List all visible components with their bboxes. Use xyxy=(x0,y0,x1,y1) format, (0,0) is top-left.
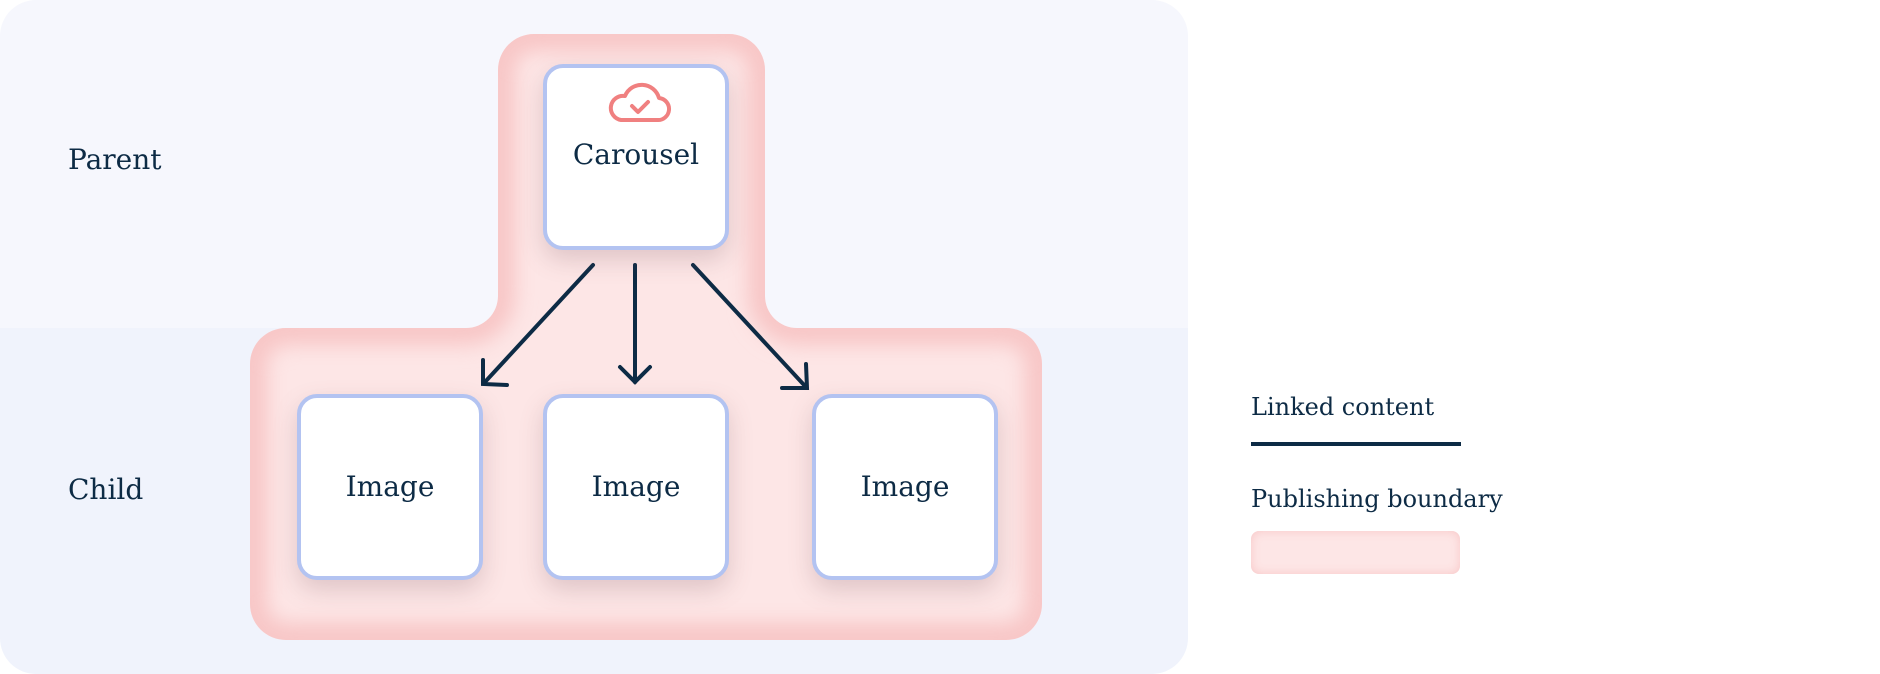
link-arrow-center xyxy=(618,263,652,385)
legend-linked-swatch xyxy=(1251,442,1461,446)
cloud-check-icon xyxy=(608,82,672,123)
legend-boundary-swatch xyxy=(1251,531,1460,574)
node-carousel[interactable]: Carousel xyxy=(543,64,729,250)
node-label: Image xyxy=(345,470,435,503)
link-arrow-right xyxy=(691,263,810,390)
node-image-1[interactable]: Image xyxy=(297,394,483,580)
row-label-parent: Parent xyxy=(68,143,162,176)
node-label: Image xyxy=(860,470,950,503)
node-label: Carousel xyxy=(572,138,700,171)
node-label: Image xyxy=(591,470,681,503)
link-arrow-left xyxy=(481,263,595,387)
legend-boundary-label: Publishing boundary xyxy=(1251,485,1503,513)
legend-linked-label: Linked content xyxy=(1251,393,1435,421)
row-label-child: Child xyxy=(68,473,144,506)
node-image-3[interactable]: Image xyxy=(812,394,998,580)
node-image-2[interactable]: Image xyxy=(543,394,729,580)
